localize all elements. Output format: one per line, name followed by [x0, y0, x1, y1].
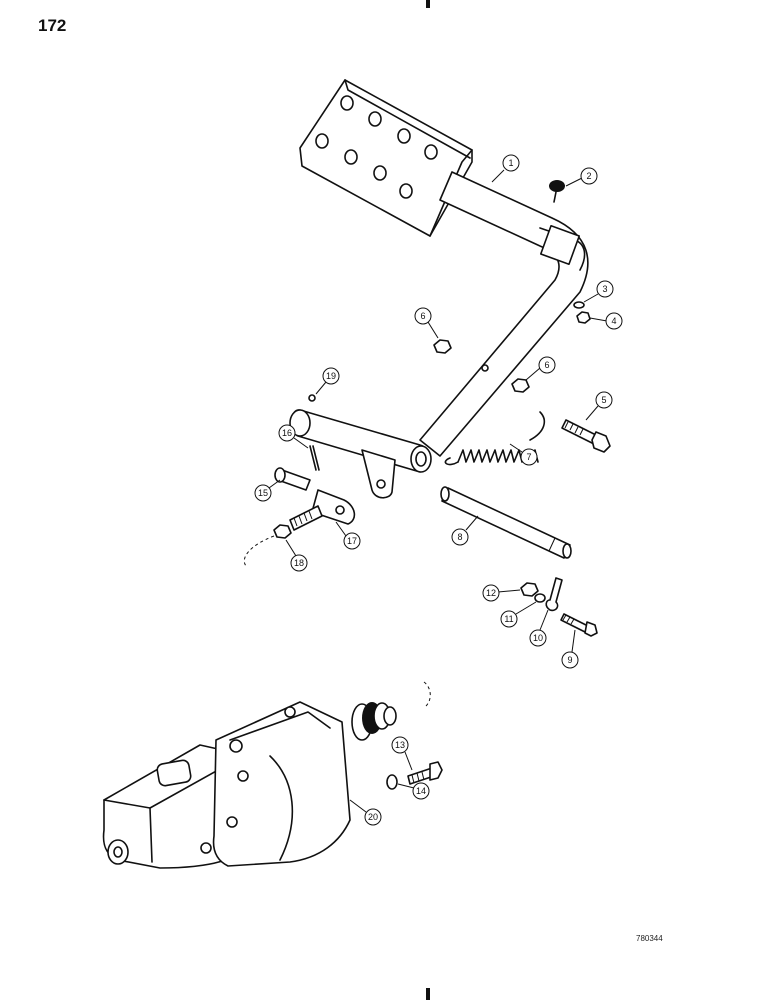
part-16-cotter-pin [309, 445, 320, 471]
callout-5: 5 [585, 391, 613, 421]
brake-pedal [289, 79, 589, 499]
part-15-clevis-pin [274, 467, 311, 491]
callout-17: 17 [335, 521, 361, 550]
part-6-nut-upper [433, 339, 452, 354]
callout-label: 10 [533, 633, 543, 643]
callout-label: 12 [486, 588, 496, 598]
part-8-shaft [440, 486, 572, 559]
callout-6-upper: 6 [414, 307, 439, 339]
registration-mark-bottom [426, 988, 430, 1000]
callout-label: 8 [457, 532, 462, 542]
part-20-master-cylinder [102, 701, 397, 869]
callout-11: 11 [500, 601, 537, 628]
callout-label: 3 [602, 284, 607, 294]
callout-18: 18 [285, 539, 308, 572]
callout-label: 7 [526, 452, 531, 462]
callout-6-lower: 6 [525, 356, 556, 381]
callout-label: 15 [258, 488, 268, 498]
callout-2: 2 [565, 167, 598, 187]
part-9-bolt [560, 613, 598, 637]
callout-16: 16 [278, 424, 309, 449]
callout-15: 15 [254, 479, 281, 502]
part-3-washer [573, 301, 585, 309]
part-6-nut-lower [511, 378, 530, 393]
reference-code: 780344 [636, 934, 663, 943]
part-13-bolt [407, 761, 443, 785]
callout-label: 2 [586, 171, 591, 181]
phantom-arc [423, 681, 431, 707]
callout-1: 1 [491, 154, 520, 183]
callout-10: 10 [529, 609, 549, 647]
rod-phantom [243, 535, 275, 567]
callout-8: 8 [451, 515, 479, 546]
part-11-washer [534, 593, 546, 603]
callout-label: 1 [508, 158, 513, 168]
callout-label: 13 [395, 740, 405, 750]
part-2-knob [549, 180, 565, 203]
callout-label: 17 [347, 536, 357, 546]
callout-19: 19 [315, 367, 340, 395]
part-12-nut [520, 582, 539, 597]
callout-9: 9 [561, 629, 579, 669]
registration-mark-top [426, 0, 430, 8]
callout-label: 5 [601, 395, 606, 405]
callout-20: 20 [349, 799, 382, 826]
part-10-lever [545, 577, 563, 612]
callout-3: 3 [583, 280, 614, 303]
callout-label: 19 [326, 371, 336, 381]
callout-label: 11 [504, 614, 513, 624]
callout-label: 6 [420, 311, 425, 321]
callout-label: 6 [544, 360, 549, 370]
part-14-washer [386, 774, 398, 790]
callout-label: 4 [611, 316, 616, 326]
callout-label: 14 [416, 786, 426, 796]
part-5-bolt [561, 419, 611, 453]
callout-label: 16 [282, 428, 292, 438]
part-17-clevis [289, 489, 356, 531]
part-19-clip [308, 394, 316, 402]
callout-13: 13 [391, 736, 413, 771]
callout-label: 9 [567, 655, 572, 665]
callout-12: 12 [482, 584, 521, 602]
callout-label: 18 [294, 558, 304, 568]
callout-7: 7 [509, 443, 538, 466]
callout-label: 20 [368, 812, 378, 822]
part-4-nut [576, 311, 591, 324]
callout-14: 14 [397, 782, 430, 800]
page-number: 172 [38, 16, 67, 35]
part-18-nut [273, 524, 292, 539]
callout-4: 4 [589, 312, 623, 330]
